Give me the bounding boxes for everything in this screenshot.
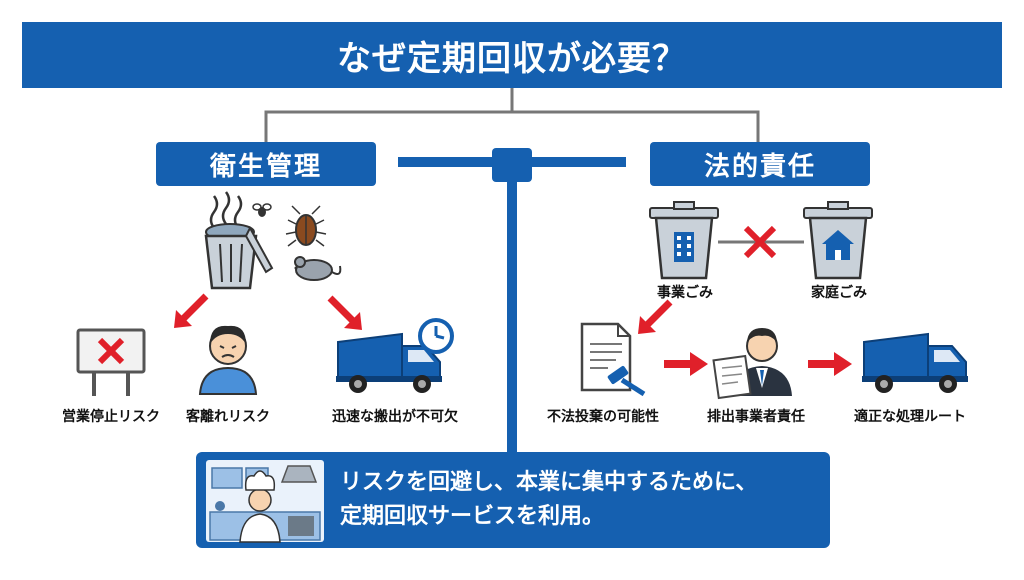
garbage-truck-icon [336,332,442,393]
caption-household-waste: 家庭ごみ [811,285,867,301]
cross-mark-icon [718,225,804,259]
caption-proper-route: 適正な処理ルート [854,409,966,425]
caption-business-stop: 営業停止リスク [62,409,160,425]
arrow-down-left-1 [174,293,209,328]
house-trash-can-icon [803,201,873,280]
conclusion-text: リスクを回避し、本業に集中するために、 定期回収サービスを利用。 [340,466,820,534]
page-title: なぜ定期回収が必要？ [22,22,1002,88]
arrow-down-right-1 [327,295,362,330]
conclusion-line-2: 定期回収サービスを利用。 [340,504,605,529]
garbage-truck-icon-right [862,332,968,393]
arrow-right-2 [808,352,852,376]
cockroach-icon [285,205,327,247]
businessman-clipboard-icon [712,328,792,400]
caption-quick-removal: 迅速な搬出が不可欠 [332,409,458,425]
chef-kitchen-icon [206,460,324,543]
rat-icon [294,256,342,281]
legal-document-gavel-icon [580,322,646,397]
no-entry-sign-icon [76,328,146,396]
section-label-legal: 法的責任 [650,142,870,186]
worried-person-icon [198,325,258,395]
office-trash-can-icon [649,201,719,280]
conclusion-line-1: リスクを回避し、本業に集中するために、 [340,470,758,495]
caption-customer-loss: 客離れリスク [186,409,270,425]
caption-business-waste: 事業ごみ [657,285,713,301]
fly-icon [252,203,272,217]
caption-illegal-dumping: 不法投棄の可能性 [547,409,659,425]
trash-can-icon [204,191,274,290]
caption-discharger-responsibility: 排出事業者責任 [707,409,805,425]
arrow-down-left-2 [638,299,673,334]
arrow-right-1 [664,352,708,376]
clock-icon [418,318,454,354]
section-label-hygiene: 衛生管理 [156,142,376,186]
